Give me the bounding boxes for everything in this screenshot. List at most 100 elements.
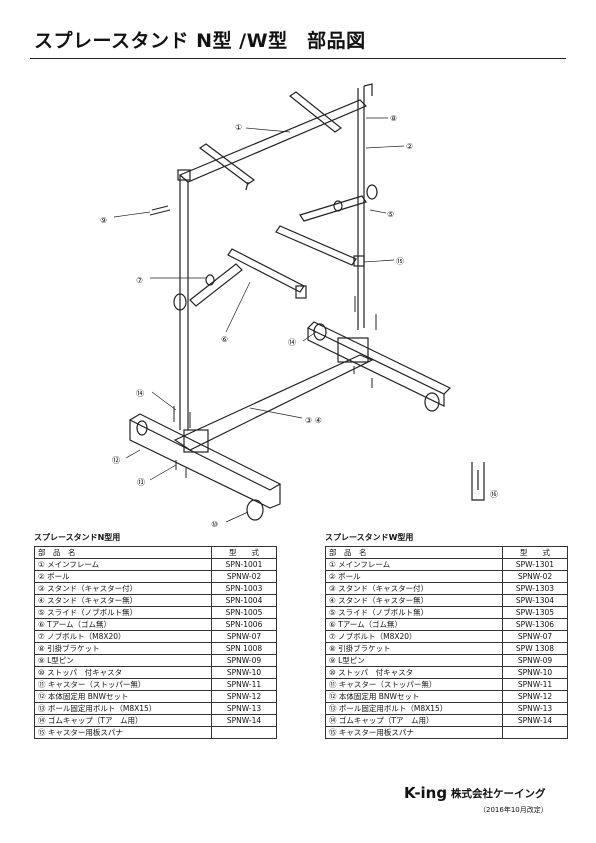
table-n-caption: スプレースタンドN型用 (34, 533, 121, 542)
callout-15: ⑯ (490, 490, 498, 499)
callout-1: ① (235, 123, 242, 132)
table-row: ⑬ ボール固定用ボルト（M8X15）SPNW-13 (34, 702, 277, 715)
part-name: ⑧ 引掛ブラケット (325, 642, 503, 655)
part-code: SPNW-10 (211, 666, 277, 679)
callout-7: ⑦ (136, 276, 143, 285)
table-header-row: 部 品 名型 式 (34, 546, 277, 559)
part-code: SPN-1003 (211, 582, 277, 595)
part-name: ⑮ キャスター用板スパナ (34, 726, 212, 739)
part-code (211, 726, 277, 739)
part-code: SPN-1004 (211, 594, 277, 607)
callout-3-4: ③ ④ (305, 416, 322, 425)
slide-bracket-upper (275, 184, 378, 267)
part-name: ⑭ ゴムキャップ（Tア ム用） (325, 714, 503, 727)
leader-lines (113, 117, 405, 523)
table-row: ③ スタンド（キャスター付）SPN-1003 (34, 582, 277, 595)
table-row: ⑤ スライド（ノブボルト無）SPW-1305 (325, 606, 568, 619)
part-name: ⑥ Tアーム（ゴム無） (34, 618, 212, 631)
part-code: SPW 1308 (502, 642, 568, 655)
part-code: SPNW-02 (502, 570, 568, 583)
part-name: ② ポール (34, 570, 212, 583)
table-row: ⑬ ポール固定用ボルト（M8X15）SPNW-13 (325, 702, 568, 715)
part-name: ④ スタンド（キャスター無） (325, 594, 503, 607)
part-name: ⑬ ポール固定用ボルト（M8X15） (325, 702, 503, 715)
part-code (502, 726, 568, 739)
callout-14: ⑮ (396, 257, 404, 266)
part-name: ① メインフレーム (34, 558, 212, 571)
pole-back (357, 83, 373, 330)
part-name: ⑥ Tアーム（ゴム無） (325, 618, 503, 631)
part-name: ① メインフレーム (325, 558, 503, 571)
part-name: ⑫ 本体固定用 BNWセット (325, 690, 503, 703)
part-code: SPNW-13 (211, 702, 277, 715)
company-logo: K-ing (404, 784, 448, 802)
header-model: 型 式 (211, 546, 277, 559)
part-code: SPN-1005 (211, 606, 277, 619)
part-name: ⑪ キャスター（ストッパー無） (325, 678, 503, 691)
part-name: ⑩ ストッパ 付キャスタ (34, 666, 212, 679)
callout-2: ② (406, 142, 413, 151)
part-code: SPNW-14 (211, 714, 277, 727)
callout-labels: ① ⑧ ② ⑤ ⑮ ⑥ ⑦ ⑨ ③ ④ ⑭ ⑫ ⑬ ⑭ ⑩ ⑯ (100, 114, 498, 529)
table-row: ④ スタンド（キャスター無）SPN-1004 (34, 594, 277, 607)
part-name: ⑬ ボール固定用ボルト（M8X15） (34, 702, 212, 715)
callout-8: ⑧ (390, 114, 397, 123)
part-code: SPNW-14 (502, 714, 568, 727)
part-code: SPW-1305 (502, 606, 568, 619)
part-name: ⑤ スライド（ノブボルト無） (34, 606, 212, 619)
callout-13: ⑭ (288, 338, 296, 347)
part-code: SPNW-12 (502, 690, 568, 703)
callout-5: ⑤ (387, 210, 394, 219)
part-code: SPNW-09 (502, 654, 568, 667)
part-code: SPN-1001 (211, 558, 277, 571)
main-frame (177, 91, 368, 430)
table-row: ⑪ キャスター（ストッパー無）SPNW-11 (34, 678, 277, 691)
part-code: SPNW-07 (502, 630, 568, 643)
table-row: ④ スタンド（キャスター無）SPW-1304 (325, 594, 568, 607)
table-row: ⑥ Tアーム（ゴム無）SPW-1306 (325, 618, 568, 631)
part-name: ⑨ L型ピン (325, 654, 503, 667)
table-row: ⑭ ゴムキャップ（Tア ム用）SPNW-14 (34, 714, 277, 727)
header-model: 型 式 (502, 546, 568, 559)
table-row: ⑭ ゴムキャップ（Tア ム用）SPNW-14 (325, 714, 568, 727)
table-row: ⑦ ノブボルト（M8X20）SPNW-07 (325, 630, 568, 643)
t-arm-middle (173, 248, 307, 311)
part-code: SPW-1301 (502, 558, 568, 571)
header-part-name: 部 品 名 (325, 546, 503, 559)
company-name: 株式会社ケーイング (451, 788, 546, 800)
table-row: ⑮ キャスター用板スパナ (34, 726, 277, 739)
callout-12: ⑬ (137, 478, 145, 487)
table-row: ⑮ キャスター用板スパナ (325, 726, 568, 739)
part-code: SPW-1303 (502, 582, 568, 595)
part-name: ⑦ ノブボルト（M8X20） (325, 630, 503, 643)
table-row: ③ スタンド（キャスター付）SPW-1303 (325, 582, 568, 595)
part-code: SPNW-12 (211, 690, 277, 703)
table-row: ⑦ ノブボルト（M8X20）SPNW-07 (34, 630, 277, 643)
part-code: SPNW-11 (502, 678, 568, 691)
table-row: ⑤ スライド（ノブボルト無）SPN-1005 (34, 606, 277, 619)
part-code: SPNW-07 (211, 630, 277, 643)
part-name: ③ スタンド（キャスター付） (325, 582, 503, 595)
part-code: SPN-1006 (211, 618, 277, 631)
spanner (471, 462, 485, 501)
table-row: ⑪ キャスター（ストッパー無）SPNW-11 (325, 678, 568, 691)
page-title: スプレースタンド N型 /W型 部品図 (34, 30, 366, 52)
callout-11: ⑫ (112, 456, 120, 465)
part-code: SPNW-09 (211, 654, 277, 667)
part-name: ⑤ スライド（ノブボルト無） (325, 606, 503, 619)
part-code: SPW-1304 (502, 594, 568, 607)
revision-date: （2016年10月改定） (479, 806, 548, 814)
header-part-name: 部 品 名 (34, 546, 212, 559)
base-stand (128, 321, 452, 521)
part-name: ③ スタンド（キャスター付） (34, 582, 212, 595)
callout-13-left: ⑭ (136, 389, 144, 398)
